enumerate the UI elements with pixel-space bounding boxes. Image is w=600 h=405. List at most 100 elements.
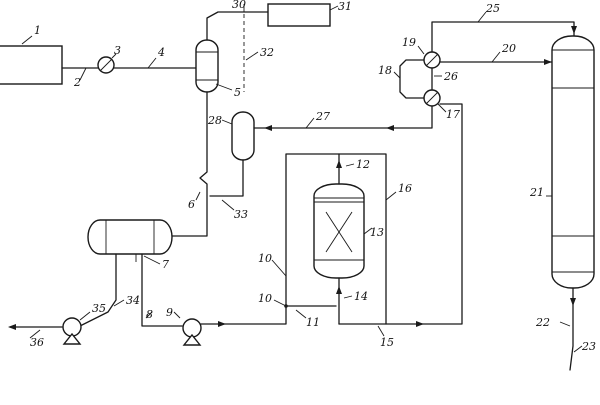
leader-7: [143, 255, 161, 265]
label-18: 18: [378, 64, 392, 77]
reactor-bed-cross-2: [325, 211, 353, 253]
leader-10b: [273, 299, 287, 307]
leader-33: [221, 199, 235, 211]
line-25-arrow: [571, 26, 577, 34]
exchanger-17-diagonal: [425, 91, 439, 105]
unit-31: [267, 3, 331, 27]
label-33: 33: [234, 208, 248, 221]
label-26: 26: [443, 70, 458, 83]
line-22-arrow: [570, 298, 576, 306]
leader-11: [295, 309, 307, 319]
label-3: 3: [114, 44, 121, 57]
label-35: 35: [92, 302, 106, 315]
leader-35: [79, 311, 91, 321]
pump-35-base: [62, 332, 82, 345]
line-20-arrow: [544, 59, 552, 65]
pump-9-base: [182, 333, 202, 346]
line-27: [253, 103, 433, 129]
label-32: 32: [260, 46, 274, 59]
leader-8: [145, 311, 153, 319]
label-10-upper: 10: [258, 252, 272, 265]
leader-16: [385, 191, 397, 201]
exchanger-3-diagonal: [99, 58, 113, 72]
leader-2: [79, 67, 87, 81]
label-27: 27: [315, 110, 330, 123]
label-6: 6: [188, 198, 195, 211]
leader-12: [345, 163, 355, 167]
label-14: 14: [354, 290, 368, 303]
leader-17: [437, 103, 447, 113]
leader-22: [559, 321, 571, 327]
line-8: [141, 253, 183, 327]
line-15: [338, 103, 463, 325]
label-25: 25: [485, 2, 500, 15]
leader-31: [329, 5, 339, 11]
label-11: 11: [306, 316, 320, 329]
line-22: [569, 287, 574, 371]
label-30: 30: [232, 0, 246, 11]
label-10-lower: 10: [258, 292, 272, 305]
label-8: 8: [146, 308, 153, 321]
label-19: 19: [402, 36, 416, 49]
leader-34: [113, 299, 125, 307]
leader-4: [147, 57, 157, 69]
drum-7: [87, 219, 173, 255]
label-9: 9: [166, 306, 173, 319]
label-16: 16: [398, 182, 412, 195]
label-20: 20: [501, 42, 516, 55]
leader-18: [393, 71, 401, 79]
leader-20: [491, 51, 501, 63]
label-22: 22: [535, 316, 550, 329]
label-23: 23: [581, 340, 596, 353]
leader-13: [363, 227, 373, 235]
leader-15: [377, 325, 385, 337]
leader-25: [477, 11, 487, 23]
label-13: 13: [370, 226, 384, 239]
leader-23: [573, 345, 583, 353]
line-12-arrow: [336, 160, 342, 168]
label-2: 2: [73, 76, 81, 89]
label-34: 34: [126, 294, 140, 307]
leader-28: [221, 119, 233, 125]
line-36-arrow: [8, 324, 16, 330]
leader-5: [215, 83, 233, 91]
leader-3: [111, 53, 117, 59]
label-28: 28: [207, 114, 222, 127]
line-27-arrow-2: [264, 125, 272, 131]
leader-1: [21, 35, 33, 45]
label-1: 1: [34, 24, 41, 37]
label-7: 7: [162, 258, 169, 271]
label-21: 21: [529, 186, 544, 199]
leader-19: [417, 45, 425, 55]
feed-tank-1: [0, 45, 63, 85]
vessel-5: [195, 39, 219, 93]
exchanger-19-diagonal: [425, 53, 439, 67]
leader-36: [29, 329, 41, 339]
label-5: 5: [234, 86, 241, 99]
line-18: [399, 59, 425, 99]
vessel-28: [231, 111, 255, 161]
leader-14: [343, 295, 353, 299]
label-17: 17: [446, 108, 460, 121]
label-12: 12: [356, 158, 370, 171]
leader-10a: [271, 259, 287, 277]
line-30: [206, 11, 269, 41]
leader-6: [195, 191, 201, 201]
column-21: [551, 35, 595, 289]
line-34: [79, 253, 117, 327]
label-31: 31: [338, 0, 352, 13]
line-10-loop: [285, 153, 387, 325]
line-27-arrow: [386, 125, 394, 131]
label-4: 4: [157, 46, 165, 59]
line-6: [169, 91, 208, 237]
line-15-arrow: [416, 321, 424, 327]
line-33: [209, 159, 244, 197]
label-15: 15: [380, 336, 394, 349]
line-11: [200, 307, 287, 325]
line-11-arrow: [218, 321, 226, 327]
leader-32: [245, 51, 259, 61]
line-14-arrow: [336, 286, 342, 294]
leader-27: [305, 117, 315, 129]
